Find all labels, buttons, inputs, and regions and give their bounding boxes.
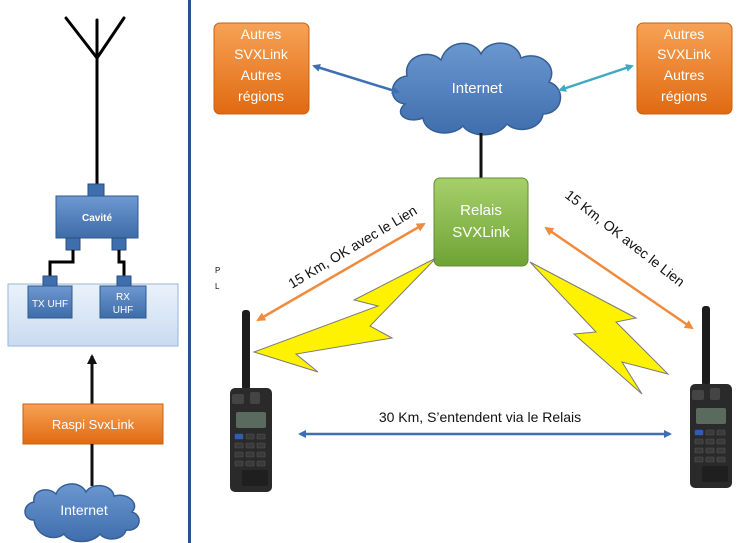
radios-label: 30 Km, S’entendent via le Relais bbox=[379, 409, 581, 425]
other-left-line4: régions bbox=[238, 88, 284, 104]
pl-label-line1: P bbox=[215, 266, 220, 275]
relay-label-line2: SVXLink bbox=[452, 224, 510, 241]
radio-handset-right bbox=[689, 305, 733, 489]
arrow-right-region-internet bbox=[558, 64, 634, 92]
rx-label-line2: UHF bbox=[113, 305, 134, 316]
cavity-port-left bbox=[65, 237, 81, 251]
internet-cloud-left bbox=[24, 483, 140, 543]
internet-label-main: Internet bbox=[452, 80, 504, 97]
other-svxlink-left-box bbox=[213, 22, 310, 115]
other-left-line1: Autres bbox=[241, 26, 281, 42]
other-svxlink-right-box bbox=[636, 22, 733, 115]
internet-cloud-main bbox=[391, 42, 562, 136]
rx-label-line1: RX bbox=[116, 292, 130, 303]
tx-box bbox=[27, 285, 73, 319]
other-right-line3: Autres bbox=[664, 67, 704, 83]
link-label-right: 15 Km, OK avec le Lien bbox=[562, 186, 688, 289]
other-left-line3: Autres bbox=[241, 67, 281, 83]
other-right-line4: régions bbox=[661, 88, 707, 104]
cavity-box bbox=[55, 195, 139, 239]
cavity-top-port bbox=[87, 183, 105, 197]
rx-box bbox=[99, 285, 147, 319]
internet-label-left: Internet bbox=[60, 502, 108, 518]
lightning-right bbox=[529, 261, 670, 395]
cavity-cables bbox=[48, 250, 126, 276]
other-left-line2: SVXLink bbox=[234, 46, 289, 62]
tx-port bbox=[42, 275, 58, 287]
link-arrow-right bbox=[544, 226, 694, 330]
other-right-line2: SVXLink bbox=[657, 46, 712, 62]
radio-handset-left bbox=[229, 309, 273, 493]
cavity-label: Cavité bbox=[82, 213, 112, 224]
other-right-line1: Autres bbox=[664, 26, 704, 42]
pl-label-line2: L bbox=[215, 282, 220, 291]
relay-label-line1: Relais bbox=[460, 202, 502, 219]
link-arrow-left bbox=[256, 222, 426, 322]
relay-box bbox=[433, 177, 529, 267]
lightning-left bbox=[252, 257, 437, 373]
tx-label: TX UHF bbox=[32, 299, 68, 310]
cavity-port-right bbox=[111, 237, 127, 251]
antenna-icon bbox=[64, 16, 126, 187]
raspi-label: Raspi SvxLink bbox=[52, 417, 135, 432]
panel-divider bbox=[188, 0, 191, 543]
rx-port bbox=[116, 275, 132, 287]
arrow-left-region-internet bbox=[312, 63, 400, 95]
